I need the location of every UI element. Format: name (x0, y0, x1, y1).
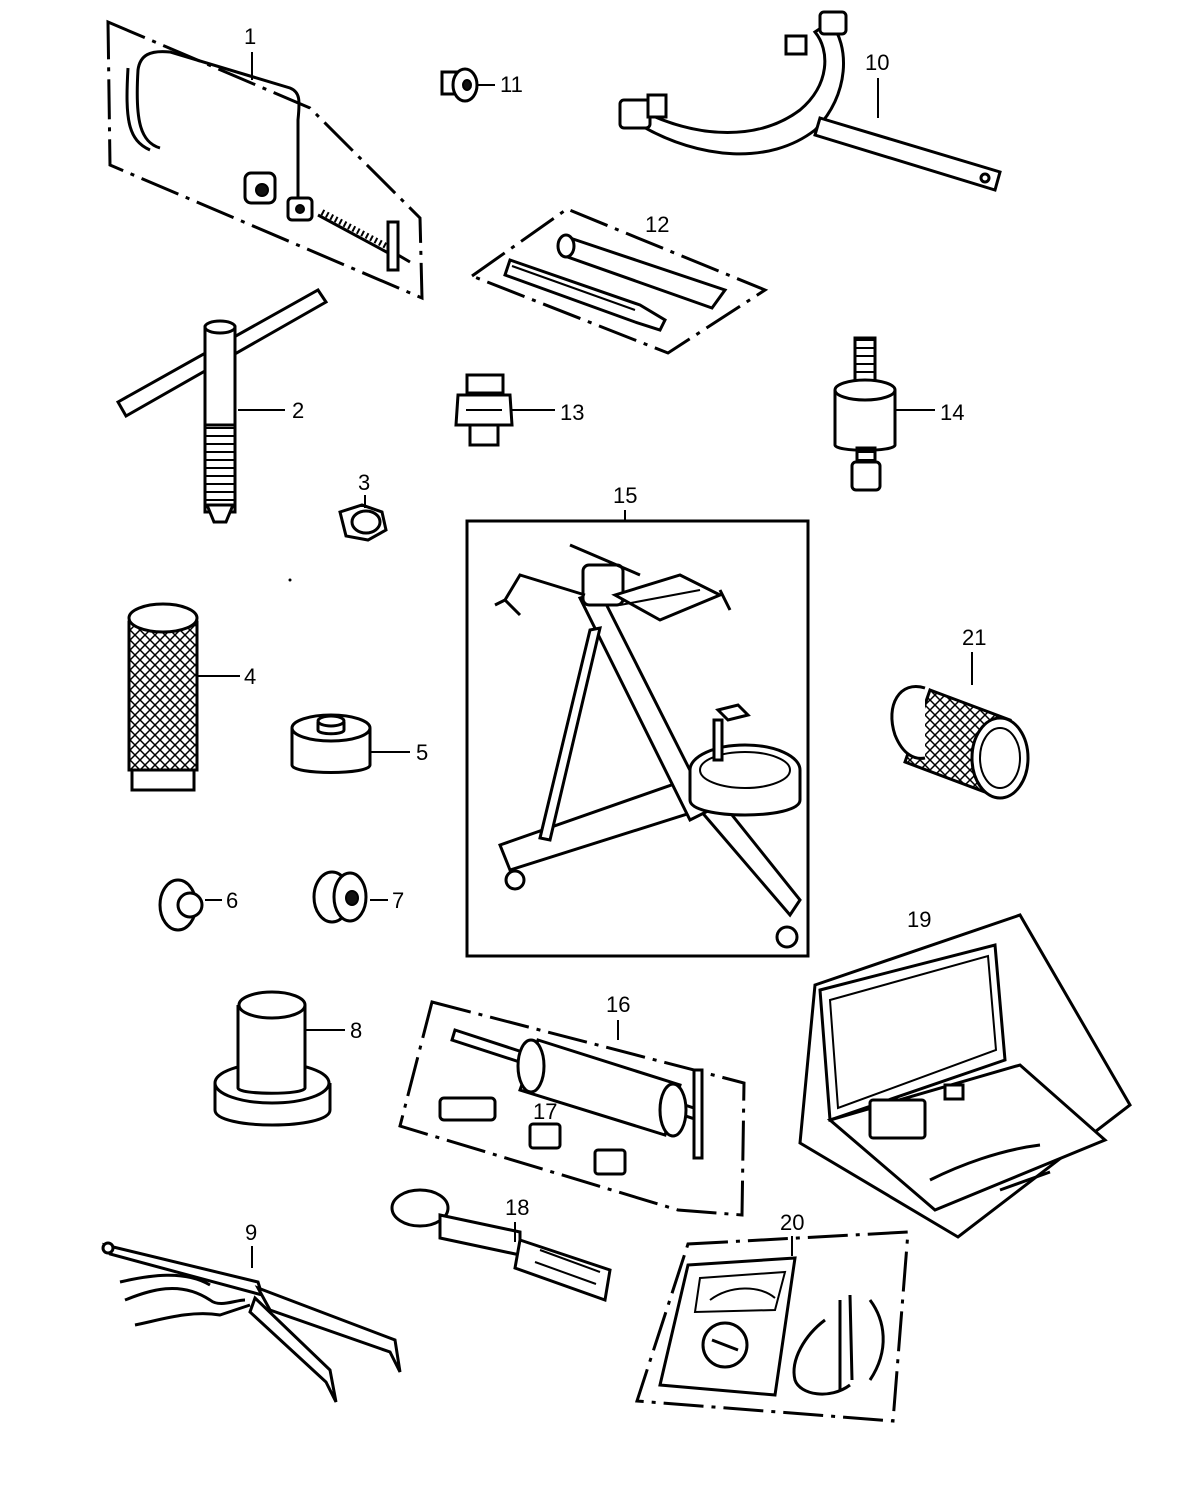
callout-label-11: 11 (500, 72, 523, 97)
callout-17: 17 (533, 1099, 557, 1124)
tool-2-t-handle (115, 288, 329, 524)
callout-5: 5 (370, 740, 428, 765)
callout-9: 9 (245, 1220, 257, 1268)
callout-label-8: 8 (350, 1018, 362, 1043)
callout-7: 7 (370, 888, 404, 913)
callout-16: 16 (606, 992, 630, 1040)
stray-dot (288, 578, 292, 582)
tool-21-knurled-sleeve (890, 685, 1030, 800)
tool-1-puller-kit (106, 19, 424, 301)
callout-label-12: 12 (645, 212, 669, 237)
tool-20-multimeter (634, 1230, 910, 1423)
callout-label-9: 9 (245, 1220, 257, 1245)
callout-label-3: 3 (358, 470, 370, 495)
tool-10-spanner (618, 10, 1002, 192)
callout-label-2: 2 (292, 398, 304, 423)
callout-label-6: 6 (226, 888, 238, 913)
callout-label-15: 15 (613, 483, 637, 508)
tool-14-puller-bolt (833, 336, 897, 492)
callout-8: 8 (306, 1018, 362, 1043)
callout-3: 3 (358, 470, 370, 508)
tool-19-tester-case (798, 913, 1132, 1239)
callout-label-13: 13 (560, 400, 584, 425)
tool-9-locking-pliers (101, 1241, 402, 1403)
callout-label-1: 1 (244, 24, 256, 49)
tool-11-bolt (440, 67, 479, 103)
callout-14: 14 (895, 400, 964, 425)
callout-6: 6 (205, 888, 238, 913)
tool-15-engine-stand (465, 519, 810, 958)
tool-6-ring (158, 878, 204, 932)
callout-19: 19 (907, 907, 931, 932)
callout-11: 11 (478, 72, 523, 97)
callout-label-17: 17 (533, 1099, 557, 1124)
callout-label-4: 4 (244, 664, 256, 689)
tool-12-tool-kit (468, 207, 769, 355)
callout-label-5: 5 (416, 740, 428, 765)
callout-label-14: 14 (940, 400, 964, 425)
tool-16-slide-hammer (398, 1000, 746, 1217)
callout-label-7: 7 (392, 888, 404, 913)
tool-3-adapter (338, 503, 388, 542)
callout-15: 15 (613, 483, 637, 521)
tool-18-strap-wrench (390, 1188, 612, 1303)
callout-label-18: 18 (505, 1195, 529, 1220)
callout-12: 12 (645, 212, 669, 237)
callout-2: 2 (238, 398, 304, 423)
callout-21: 21 (962, 625, 986, 685)
callout-label-10: 10 (865, 50, 889, 75)
tool-5-disc-adapter (290, 713, 372, 774)
tool-8-stepped-driver (213, 990, 332, 1127)
callout-20: 20 (780, 1210, 804, 1256)
callout-label-20: 20 (780, 1210, 804, 1235)
tool-7-ring (312, 870, 368, 924)
tool-13-nut-adapter (454, 373, 514, 447)
callout-18: 18 (505, 1195, 529, 1242)
callout-10: 10 (865, 50, 889, 118)
callout-label-19: 19 (907, 907, 931, 932)
callout-label-16: 16 (606, 992, 630, 1017)
callout-label-21: 21 (962, 625, 986, 650)
callout-13: 13 (512, 400, 584, 425)
callout-4: 4 (198, 664, 256, 689)
tool-4-knurled-driver (127, 602, 199, 792)
callout-1: 1 (244, 24, 256, 80)
